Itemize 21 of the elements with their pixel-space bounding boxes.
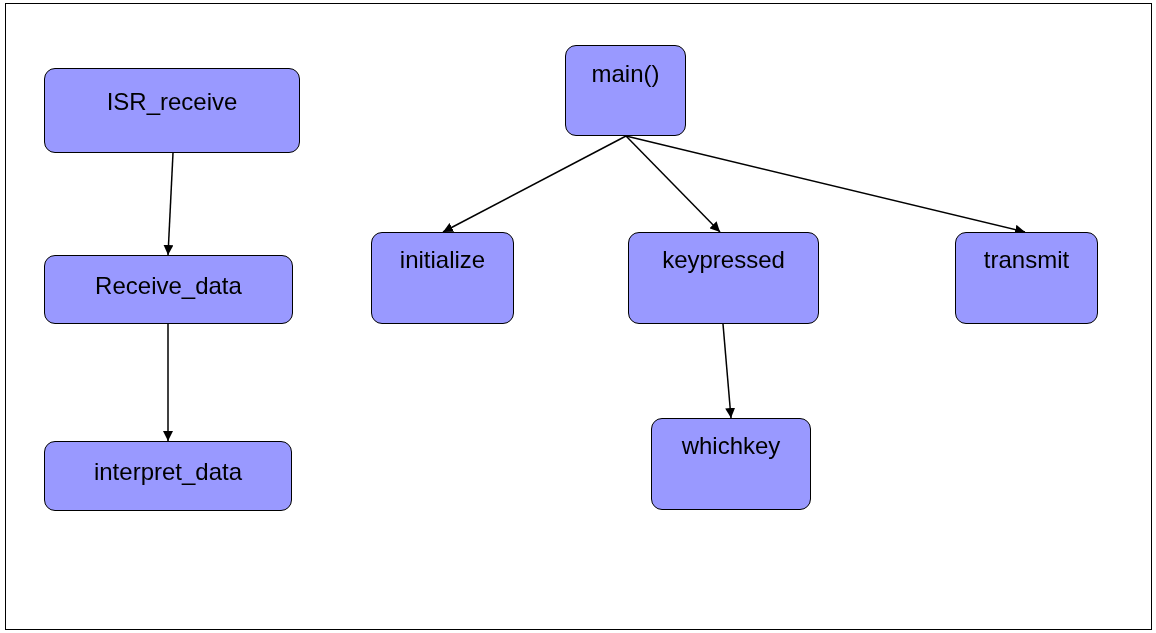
arrow bbox=[163, 323, 173, 442]
node-label: ISR_receive bbox=[105, 88, 239, 116]
node-label: main() bbox=[590, 60, 661, 88]
process-box bbox=[565, 45, 686, 136]
process-box bbox=[371, 232, 514, 324]
arrow bbox=[163, 152, 174, 256]
process-box bbox=[44, 441, 292, 511]
process-box bbox=[955, 232, 1098, 324]
node-label: interpret_data bbox=[92, 458, 244, 486]
process-box bbox=[44, 255, 293, 324]
arrow bbox=[442, 135, 627, 233]
node-label: Receive_data bbox=[94, 272, 243, 300]
node-label: keypressed bbox=[661, 246, 786, 274]
process-box bbox=[44, 68, 300, 153]
node-label: transmit bbox=[982, 246, 1071, 274]
node-label: whichkey bbox=[680, 432, 782, 460]
arrow bbox=[625, 135, 721, 233]
arrow bbox=[722, 323, 736, 419]
process-box bbox=[651, 418, 811, 510]
node-label: initialize bbox=[398, 246, 487, 274]
process-box bbox=[628, 232, 819, 324]
